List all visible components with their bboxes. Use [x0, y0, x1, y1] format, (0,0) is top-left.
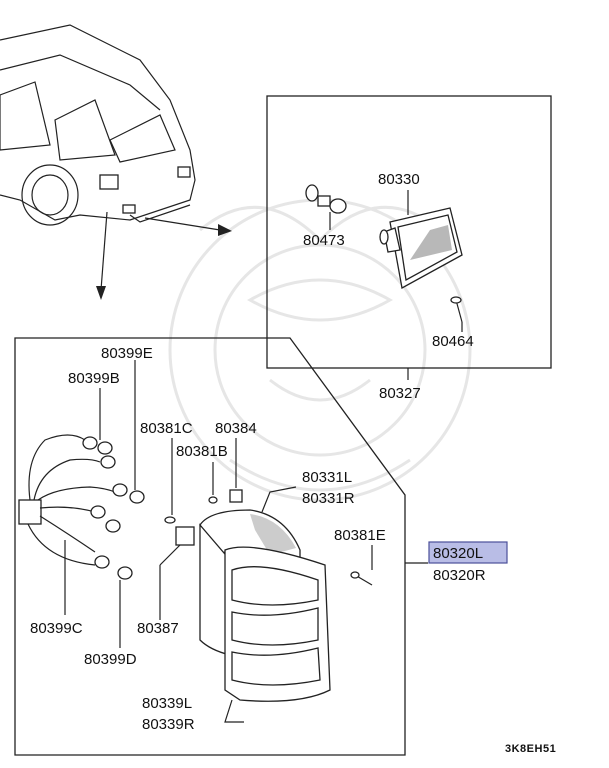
grommet-80384-part[interactable] — [229, 489, 243, 503]
main-frame — [14, 337, 406, 756]
label-80464: 80464 — [432, 333, 474, 350]
screw-80381E-part[interactable] — [350, 571, 373, 586]
label-80399D: 80399D — [84, 651, 137, 668]
diagram-code: 3K8EH51 — [505, 743, 556, 755]
arrow-right-icon — [218, 224, 232, 236]
clips — [159, 438, 373, 620]
vehicle-lamp-left — [99, 174, 119, 190]
socket-80399D-part[interactable] — [94, 555, 133, 580]
label-80339L: 80339L — [142, 695, 192, 712]
label-80473: 80473 — [303, 232, 345, 249]
clip-80381C-part[interactable] — [164, 516, 176, 524]
highlight-box — [428, 541, 508, 564]
label-80339R: 80339R — [142, 716, 195, 733]
label-80327: 80327 — [379, 385, 421, 402]
label-80399B: 80399B — [68, 370, 120, 387]
socket-80399C-part[interactable] — [90, 505, 121, 533]
label-80387: 80387 — [137, 620, 179, 637]
main-labels: 80399E 80399B 80381C 80384 80381B 80331L… — [30, 345, 508, 733]
screw-80464-part[interactable] — [450, 296, 463, 323]
lamp-80330-part[interactable] — [379, 207, 463, 290]
label-80331R: 80331R — [302, 490, 355, 507]
label-80331L: 80331L — [302, 469, 352, 486]
main-panel — [14, 337, 428, 756]
arrow-down-icon — [96, 286, 106, 300]
label-80330: 80330 — [378, 171, 420, 188]
inset-frame — [266, 95, 552, 369]
wiring-harness-part[interactable] — [18, 434, 116, 566]
label-80384: 80384 — [215, 420, 257, 437]
inset-panel: 80330 80473 80464 80327 — [266, 95, 552, 402]
label-80320R[interactable]: 80320R — [433, 567, 486, 584]
label-80381C: 80381C — [140, 420, 193, 437]
label-80381E: 80381E — [334, 527, 386, 544]
clip-80381B-part[interactable] — [208, 496, 218, 504]
socket-80399B-part[interactable] — [82, 436, 113, 455]
sockets — [64, 360, 145, 648]
arrows — [96, 211, 232, 300]
bracket-80387-part[interactable] — [175, 526, 195, 546]
tail-lamp-80320-part[interactable] — [199, 486, 331, 723]
bulb-80473-part[interactable] — [305, 184, 347, 214]
label-80399E: 80399E — [101, 345, 153, 362]
label-80320L[interactable]: 80320L — [433, 545, 483, 562]
vehicle-outline — [0, 24, 196, 226]
label-80399C: 80399C — [30, 620, 83, 637]
label-80381B: 80381B — [176, 443, 228, 460]
socket-80399E-part[interactable] — [100, 455, 145, 504]
